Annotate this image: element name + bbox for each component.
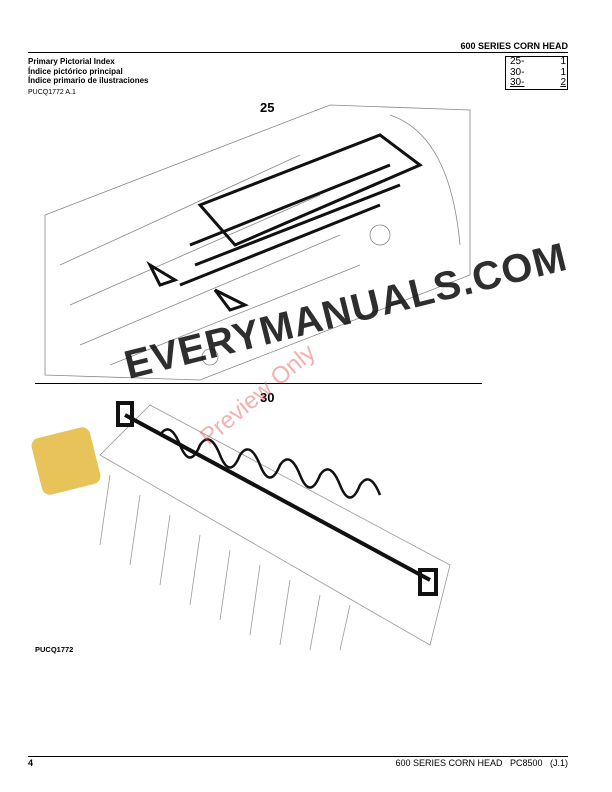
index-entry[interactable]: 30- 2 — [510, 77, 566, 89]
title-en: Primary Pictorial Index — [28, 57, 115, 66]
section: 30- — [510, 77, 525, 88]
section-rule — [35, 383, 482, 384]
section: 25- — [510, 56, 525, 67]
page: 2 — [560, 77, 566, 88]
header-rule — [28, 52, 568, 53]
title-es: Índice pictórico principal — [28, 66, 123, 76]
figure-ref-bottom: PUCQ1772 — [35, 645, 74, 654]
footer-rule — [28, 756, 568, 757]
index-entry[interactable]: 30- 1 — [510, 66, 566, 79]
auger-illustration — [99, 401, 451, 651]
footer-text: 600 SERIES CORN HEAD PC8500 (J.1) — [395, 758, 568, 768]
page-number: 4 — [28, 758, 34, 768]
callout-30[interactable]: 30 — [260, 390, 275, 405]
index-titles: Primary Pictorial Index Índice pictórico… — [28, 57, 148, 86]
page: 1 — [560, 56, 566, 67]
section: 30- — [510, 66, 525, 78]
title-es-alt: Índice primario de ilustraciones — [28, 76, 149, 85]
callout-25[interactable]: 25 — [260, 100, 275, 115]
header-title: 600 SERIES CORN HEAD — [460, 41, 568, 51]
index-box: 25- 1 30- 1 30- 2 — [505, 56, 568, 90]
figure-ref: PUCQ1772 A.1 — [28, 89, 76, 96]
page: 1 — [560, 66, 566, 78]
index-entry[interactable]: 25- 1 — [510, 56, 566, 68]
gathering-chain-illustration — [44, 104, 471, 381]
